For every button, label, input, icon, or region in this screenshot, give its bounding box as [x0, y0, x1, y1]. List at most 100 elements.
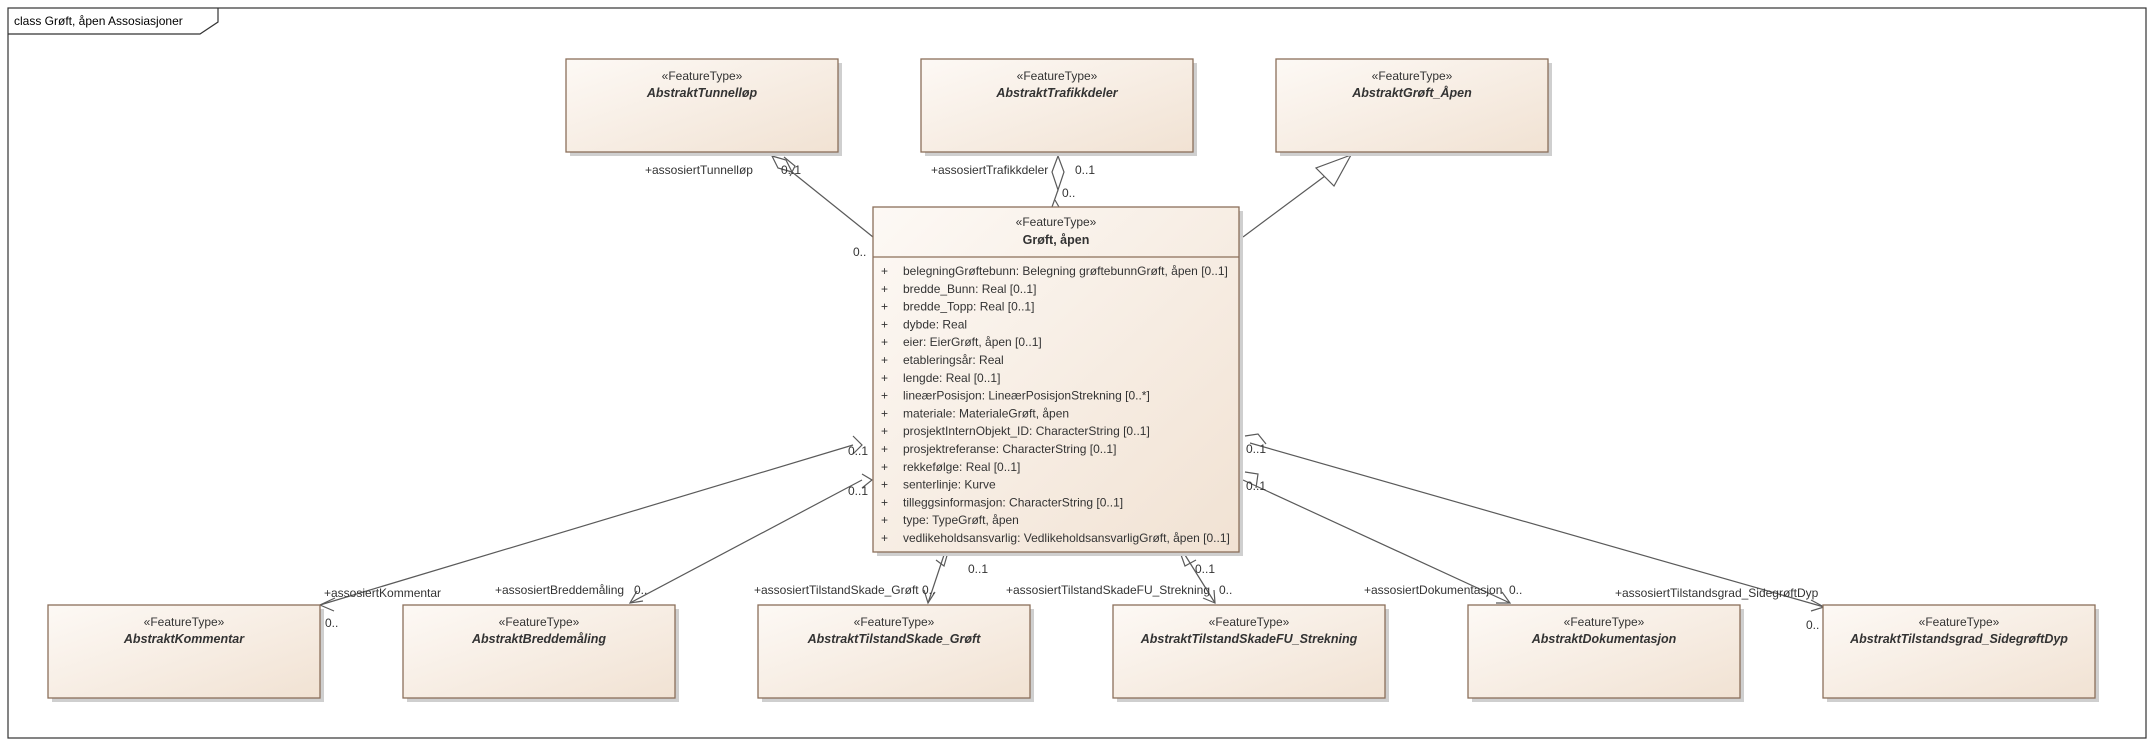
attribute-row: dybde: Real: [903, 317, 967, 331]
class-name: AbstraktBreddemåling: [471, 632, 606, 646]
attribute-row: rekkefølge: Real [0..1]: [903, 460, 1020, 474]
mult-target-sidegroft: 0..: [1806, 618, 1819, 632]
association-sidegroft[interactable]: [1244, 433, 1826, 612]
class-abstrakt-breddemaling[interactable]: «FeatureType» AbstraktBreddemåling: [402, 604, 679, 702]
attribute-row: senterlinje: Kurve: [903, 478, 996, 492]
attribute-visibility: +: [881, 353, 888, 367]
diagram-frame: [7, 7, 2147, 739]
stereotype-label: «FeatureType»: [1919, 615, 2000, 629]
class-name: Grøft, åpen: [1023, 233, 1090, 247]
attribute-row: belegningGrøftebunn: Belegning grøftebun…: [903, 264, 1228, 278]
class-abstrakt-tunnellop[interactable]: «FeatureType» AbstraktTunnelløp: [565, 58, 842, 156]
attribute-row: eier: EierGrøft, åpen [0..1]: [903, 335, 1042, 349]
stereotype-label: «FeatureType»: [499, 615, 580, 629]
attribute-row: etableringsår: Real: [903, 353, 1004, 367]
attribute-visibility: +: [881, 478, 888, 492]
class-abstrakt-dokumentasjon[interactable]: «FeatureType» AbstraktDokumentasjon: [1467, 604, 1744, 702]
mult-source-dokumentasjon: 0..1: [1246, 479, 1266, 493]
class-name: AbstraktDokumentasjon: [1531, 632, 1677, 646]
mult-source-tunnel: 0..: [853, 245, 866, 259]
attribute-visibility: +: [881, 513, 888, 527]
attribute-visibility: +: [881, 371, 888, 385]
role-label-dokumentasjon: +assosiertDokumentasjon: [1364, 583, 1502, 597]
association-tunnel[interactable]: [770, 155, 874, 238]
attribute-visibility: +: [881, 389, 888, 403]
attribute-visibility: +: [881, 406, 888, 420]
attribute-row: tilleggsinformasjon: CharacterString [0.…: [903, 495, 1123, 509]
mult-target-kommentar: 0..: [325, 616, 338, 630]
class-abstrakt-tilstand-skade-groft[interactable]: «FeatureType» AbstraktTilstandSkade_Grøf…: [757, 604, 1034, 702]
mult-source-trafikkdeler: 0..: [1062, 186, 1075, 200]
class-name: AbstraktTilstandSkade_Grøft: [807, 632, 982, 646]
stereotype-label: «FeatureType»: [662, 69, 743, 83]
mult-target-tunnel: 0..1: [781, 163, 801, 177]
attribute-row: type: TypeGrøft, åpen: [903, 513, 1019, 527]
attribute-list: + belegningGrøftebunn: Belegning grøftebu…: [881, 264, 1230, 545]
stereotype-label: «FeatureType»: [1017, 69, 1098, 83]
association-breddemaling[interactable]: [628, 473, 874, 604]
attribute-row: materiale: MaterialeGrøft, åpen: [903, 406, 1069, 420]
stereotype-label: «FeatureType»: [1209, 615, 1290, 629]
attribute-row: prosjektInternObjekt_ID: CharacterString…: [903, 424, 1150, 438]
stereotype-label: «FeatureType»: [1016, 215, 1097, 229]
class-name: AbstraktTunnelløp: [646, 86, 758, 100]
attribute-row: vedlikeholdsansvarlig: Vedlikeholdsansva…: [903, 531, 1230, 545]
attribute-visibility: +: [881, 300, 888, 314]
class-abstrakt-groft-apen[interactable]: «FeatureType» AbstraktGrøft_Åpen: [1275, 58, 1552, 156]
mult-source-kommentar: 0..1: [848, 444, 868, 458]
stereotype-label: «FeatureType»: [854, 615, 935, 629]
class-abstrakt-trafikkdeler[interactable]: «FeatureType» AbstraktTrafikkdeler: [920, 58, 1197, 156]
association-tilstand-fu[interactable]: [1179, 551, 1216, 604]
class-name: AbstraktTilstandSkadeFU_Strekning: [1140, 632, 1358, 646]
class-name: AbstraktKommentar: [123, 632, 245, 646]
stereotype-label: «FeatureType»: [144, 615, 225, 629]
attribute-row: lineærPosisjon: LineærPosisjonStrekning …: [903, 389, 1150, 403]
mult-target-trafikkdeler: 0..1: [1075, 163, 1095, 177]
class-groft-apen[interactable]: «FeatureType» Grøft, åpen + belegningGrøf…: [872, 206, 1243, 556]
class-abstrakt-tilstand-skade-fu-strekning[interactable]: «FeatureType» AbstraktTilstandSkadeFU_St…: [1112, 604, 1389, 702]
class-name: AbstraktTilstandsgrad_SidegrøftDyp: [1849, 632, 2068, 646]
role-label-kommentar: +assosiertKommentar: [324, 586, 441, 600]
attribute-visibility: +: [881, 317, 888, 331]
generalization-groft-apen[interactable]: [1242, 153, 1353, 238]
role-label-breddemaling: +assosiertBreddemåling: [495, 583, 624, 597]
attribute-visibility: +: [881, 442, 888, 456]
attribute-row: prosjektreferanse: CharacterString [0..1…: [903, 442, 1116, 456]
class-abstrakt-tilstandsgrad-sidegroftdyp[interactable]: «FeatureType» AbstraktTilstandsgrad_Side…: [1822, 604, 2099, 702]
diagram-title-tab: [8, 8, 219, 35]
mult-source-tilstand-fu: 0..1: [1195, 562, 1215, 576]
mult-target-dokumentasjon: 0..: [1509, 583, 1522, 597]
attribute-row: lengde: Real [0..1]: [903, 371, 1000, 385]
role-label-trafikkdeler: +assosiertTrafikkdeler: [931, 163, 1048, 177]
attribute-visibility: +: [881, 335, 888, 349]
mult-target-tilstand-fu: 0..: [1219, 583, 1232, 597]
role-label-tilstand-groft: +assosiertTilstandSkade_Grøft: [754, 583, 919, 597]
stereotype-label: «FeatureType»: [1372, 69, 1453, 83]
mult-target-breddemaling: 0..: [634, 583, 647, 597]
association-tilstand-groft[interactable]: [923, 551, 949, 605]
attribute-row: bredde_Bunn: Real [0..1]: [903, 282, 1036, 296]
role-label-tilstand-fu: +assosiertTilstandSkadeFU_Strekning: [1006, 583, 1210, 597]
class-name: AbstraktTrafikkdeler: [995, 86, 1118, 100]
diagram-title: class Grøft, åpen Assosiasjoner: [14, 14, 183, 28]
attribute-visibility: +: [881, 495, 888, 509]
association-trafikkdeler[interactable]: [1051, 154, 1065, 208]
mult-source-breddemaling: 0..1: [848, 484, 868, 498]
attribute-visibility: +: [881, 424, 888, 438]
mult-source-sidegroft: 0..1: [1246, 442, 1266, 456]
attribute-visibility: +: [881, 460, 888, 474]
stereotype-label: «FeatureType»: [1564, 615, 1645, 629]
mult-source-tilstand-groft: 0..1: [968, 562, 988, 576]
role-label-tunnel: +assosiertTunnelløp: [645, 163, 753, 177]
association-dokumentasjon[interactable]: [1242, 471, 1512, 604]
class-abstrakt-kommentar[interactable]: «FeatureType» AbstraktKommentar: [47, 604, 324, 702]
mult-target-tilstand-groft: 0..: [922, 583, 935, 597]
attribute-visibility: +: [881, 282, 888, 296]
attribute-visibility: +: [881, 264, 888, 278]
attribute-visibility: +: [881, 531, 888, 545]
class-name: AbstraktGrøft_Åpen: [1351, 86, 1472, 100]
role-label-sidegroft: +assosiertTilstandsgrad_SidegrøftDyp: [1615, 586, 1819, 600]
attribute-row: bredde_Topp: Real [0..1]: [903, 300, 1034, 314]
